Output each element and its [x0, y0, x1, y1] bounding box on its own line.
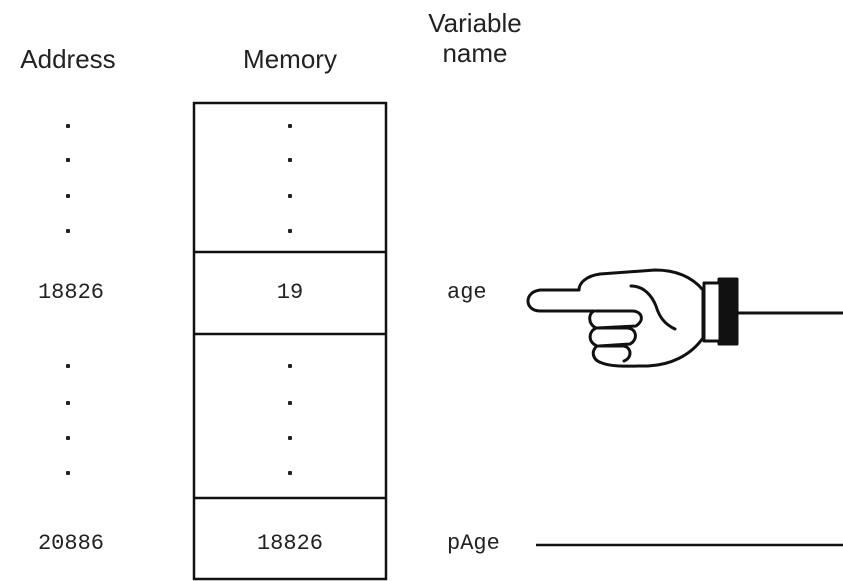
ellipsis-dot: [66, 229, 70, 233]
pointing-hand-icon: [528, 270, 843, 366]
ellipsis-dot: [288, 401, 292, 405]
ellipsis-dot: [66, 194, 70, 198]
ellipsis-dot: [66, 364, 70, 368]
ellipsis-dot: [66, 471, 70, 475]
ellipsis-dot: [288, 436, 292, 440]
ellipsis-dot: [66, 401, 70, 405]
address-value: 20886: [16, 531, 126, 556]
variable-name: pAge: [447, 531, 500, 556]
variable-name: age: [447, 280, 487, 305]
ellipsis-dot: [288, 229, 292, 233]
memory-value: 19: [194, 280, 386, 305]
ellipsis-dot: [288, 364, 292, 368]
ellipsis-dot: [66, 158, 70, 162]
ellipsis-dot: [288, 158, 292, 162]
memory-column: [194, 103, 386, 579]
memory-value: 18826: [194, 531, 386, 556]
ellipsis-dot: [288, 471, 292, 475]
ellipsis-dot: [288, 124, 292, 128]
address-value: 18826: [16, 280, 126, 305]
ellipsis-dot: [66, 436, 70, 440]
ellipsis-dot: [66, 124, 70, 128]
ellipsis-dot: [288, 194, 292, 198]
